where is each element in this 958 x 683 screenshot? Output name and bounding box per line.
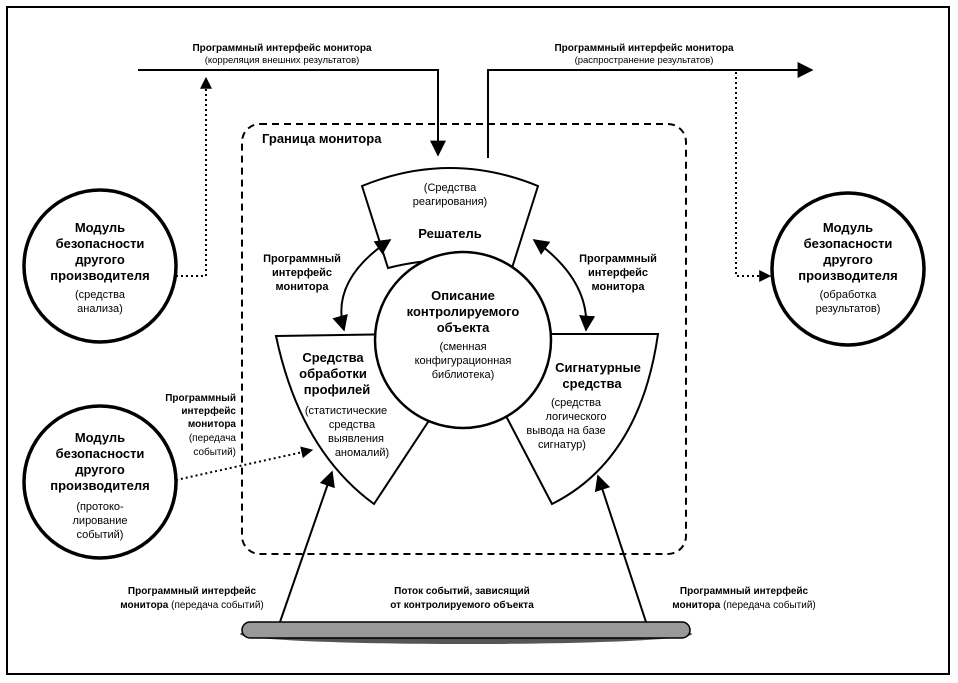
top-right-api-flow — [487, 62, 814, 158]
api-right-l1: Программный — [579, 253, 657, 265]
signatures-title1: Сигнатурные — [555, 360, 641, 375]
center-sub1: (сменная — [439, 341, 486, 353]
center-sub2: конфигурационная — [415, 355, 512, 367]
profiles-sub3: выявления — [328, 433, 384, 445]
api-right-l2: интерфейс — [588, 267, 648, 279]
dotted-connector-right — [735, 72, 772, 282]
resolver-title: Решатель — [418, 226, 482, 241]
api-bottom-left-l1: Программный интерфейс — [128, 585, 257, 597]
api-bottom-right-l2b: (передача событий) — [720, 599, 815, 611]
monitor-boundary — [241, 123, 687, 555]
api-mid-left-l5: событий) — [193, 446, 236, 458]
top-left-api-flow — [138, 69, 446, 157]
module-bl-t1: Модуль — [75, 430, 125, 445]
module-tl-t2: безопасности — [56, 236, 145, 251]
module-tl-s2: анализа) — [77, 303, 123, 315]
api-bottom-right-l2a: монитора — [672, 600, 721, 611]
profiles-title1: Средства — [302, 350, 364, 365]
api-left-l1: Программный — [263, 253, 341, 265]
profiles-sub2: средства — [329, 419, 376, 431]
dotted-connector-bottom-left — [175, 446, 314, 481]
api-top-left-line2: (корреляция внешних результатов) — [205, 55, 360, 66]
api-mid-left-l1: Программный — [165, 393, 236, 404]
profiles-sub4: аномалий) — [335, 447, 389, 459]
api-left-l2: интерфейс — [272, 267, 332, 279]
resolver-subtitle1: (Средства — [424, 182, 477, 194]
signatures-sub4: сигнатур) — [538, 439, 586, 451]
api-mid-left-l2: интерфейс — [181, 405, 236, 417]
api-left-l3: монитора — [276, 281, 330, 293]
module-bl-t4: производителя — [50, 478, 149, 493]
resolver-subtitle2: реагирования) — [413, 196, 487, 208]
module-bottom-left-circle — [22, 404, 178, 560]
module-r-s1: (обработка — [820, 289, 878, 301]
center-circle — [373, 250, 553, 430]
event-stream-l2: от контролируемого объекта — [390, 599, 534, 611]
dotted-connector-top-left — [176, 76, 212, 277]
module-tl-t1: Модуль — [75, 220, 125, 235]
module-bl-t3: другого — [75, 462, 125, 477]
center-title3: объекта — [437, 320, 490, 335]
module-right-circle — [770, 191, 926, 347]
module-tl-t4: производителя — [50, 268, 149, 283]
center-sub3: библиотека) — [432, 369, 495, 381]
api-top-left-line1: Программный интерфейс монитора — [192, 42, 372, 54]
signatures-sub2: логического — [545, 411, 606, 423]
module-tl-t3: другого — [75, 252, 125, 267]
center-title1: Описание — [431, 288, 495, 303]
module-bl-s1: (протоко- — [76, 501, 124, 513]
profiles-title2: обработки — [299, 366, 367, 381]
module-r-s2: результатов) — [816, 303, 881, 315]
stream-arrow-right — [594, 474, 647, 623]
module-r-t3: другого — [823, 252, 873, 267]
module-bl-s2: лирование — [73, 515, 128, 527]
api-bottom-left-l2: монитора (передача событий) — [120, 599, 264, 611]
module-top-left-circle — [22, 188, 178, 344]
event-stream-l1: Поток событий, зависящий — [394, 585, 530, 597]
module-bl-t2: безопасности — [56, 446, 145, 461]
profiles-sub1: (статистические — [305, 405, 387, 417]
api-top-right-line2: (распространение результатов) — [575, 55, 714, 66]
api-mid-left-l3: монитора — [188, 419, 237, 430]
api-right-l3: монитора — [592, 281, 646, 293]
api-bottom-right-l1: Программный интерфейс — [680, 585, 809, 597]
module-bl-s3: событий) — [77, 529, 124, 541]
right-curved-arrow — [532, 239, 596, 332]
api-bottom-left-l2a: монитора — [120, 600, 169, 611]
api-bottom-left-l2b: (передача событий) — [168, 599, 263, 611]
signatures-sub3: вывода на базе — [526, 425, 605, 437]
signatures-title2: средства — [562, 376, 622, 391]
left-curved-arrow — [332, 239, 392, 332]
module-r-t4: производителя — [798, 268, 897, 283]
signatures-sub1: (средства — [551, 397, 602, 409]
profiles-title3: профилей — [304, 382, 370, 397]
module-r-t1: Модуль — [823, 220, 873, 235]
api-mid-left-l4: (передача — [189, 433, 237, 444]
diagram-frame — [6, 6, 950, 675]
center-title2: контролируемого — [407, 304, 520, 319]
stream-arrow-left — [279, 470, 335, 623]
module-tl-s1: (средства — [75, 289, 126, 301]
api-top-right-line1: Программный интерфейс монитора — [554, 42, 734, 54]
api-bottom-right-l2: монитора (передача событий) — [672, 599, 816, 611]
event-stream-bar — [241, 621, 691, 639]
monitor-boundary-label: Граница монитора — [262, 131, 382, 146]
module-r-t2: безопасности — [804, 236, 893, 251]
